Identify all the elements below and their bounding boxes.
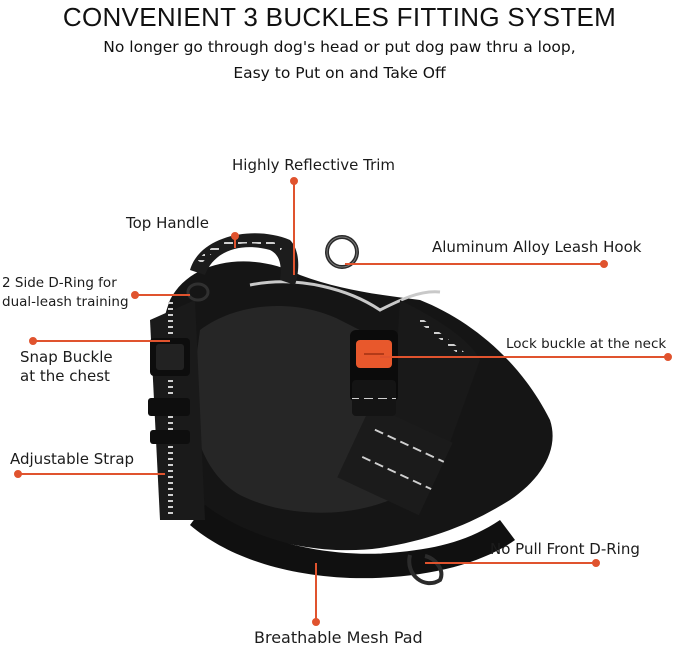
callout-reflective-trim: Highly Reflective Trim <box>232 156 396 174</box>
callout-lock-buckle: Lock buckle at the neck <box>506 336 667 352</box>
callout-front-d-ring: No Pull Front D-Ring <box>490 540 640 558</box>
subtitle-line-2: Easy to Put on and Take Off <box>233 64 446 82</box>
callout-adjustable-strap: Adjustable Strap <box>10 450 135 468</box>
page-title: CONVENIENT 3 BUCKLES FITTING SYSTEM <box>62 2 617 32</box>
subtitle-line-1: No longer go through dog's head or put d… <box>103 38 576 56</box>
callout-leash-hook: Aluminum Alloy Leash Hook <box>432 238 642 256</box>
callout-mesh-pad: Breathable Mesh Pad <box>254 628 423 647</box>
callout-snap-buckle-line2: at the chest <box>20 367 110 385</box>
callout-snap-buckle-line1: Snap Buckle <box>20 348 113 366</box>
callout-top-handle: Top Handle <box>126 214 209 232</box>
callout-side-d-ring-line1: 2 Side D-Ring for <box>2 275 117 291</box>
callout-side-d-ring-line2: dual-leash training <box>2 294 129 310</box>
